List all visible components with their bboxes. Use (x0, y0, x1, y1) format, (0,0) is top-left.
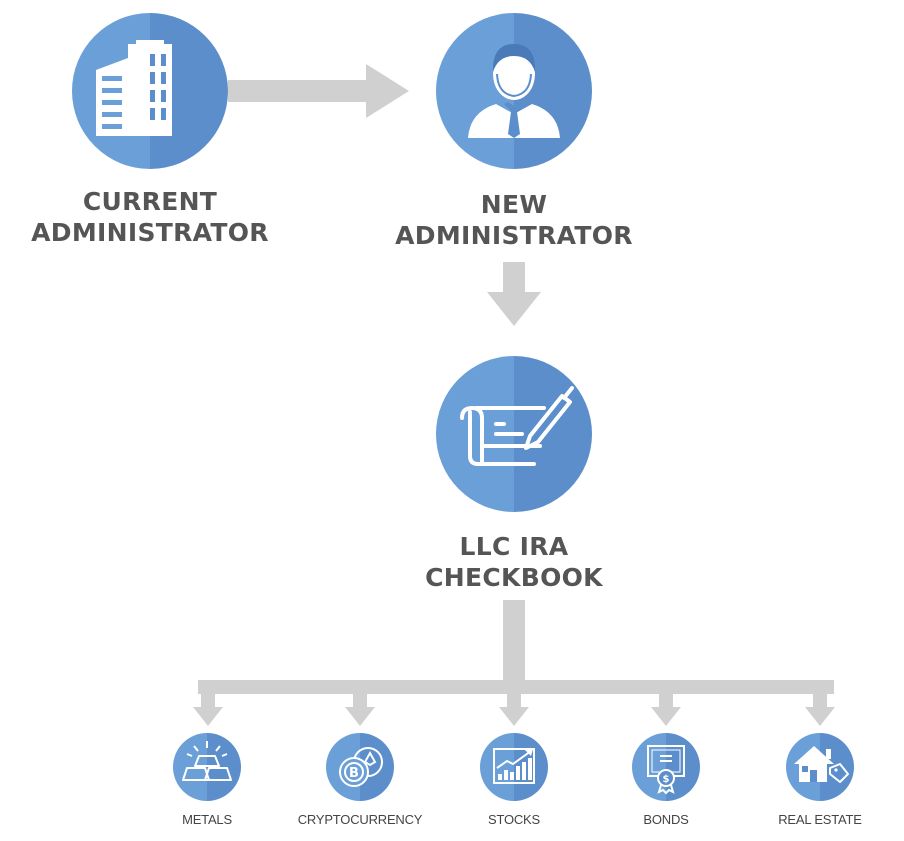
house-tag-icon (794, 746, 849, 783)
connector-new-to-checkbook (487, 262, 541, 326)
svg-text:B: B (349, 766, 359, 781)
label-stocks: STOCKS (487, 812, 541, 827)
label-real-estate: REAL ESTATE (778, 812, 862, 827)
office-building-icon (96, 40, 172, 136)
label-bonds: BONDS (643, 812, 689, 827)
node-llc-ira-checkbook (436, 356, 592, 512)
connector-current-to-new (228, 64, 409, 118)
bond-certificate-icon: $ (647, 745, 685, 795)
label-new-administrator-line1: NEW (480, 190, 548, 219)
node-new-administrator (436, 13, 592, 169)
check-signing-icon (460, 386, 574, 466)
businessman-icon (468, 44, 560, 138)
crypto-coins-icon: B (339, 747, 383, 787)
label-current-administrator: CURRENT ADMINISTRATOR (0, 186, 300, 248)
label-llc-ira-checkbook-line2: CHECKBOOK (425, 563, 603, 592)
label-llc-ira-checkbook: LLC IRA CHECKBOOK (364, 531, 664, 593)
label-llc-ira-checkbook-line1: LLC IRA (459, 532, 569, 561)
branch-arrow-bonds (651, 680, 681, 726)
investment-node-real-estate (786, 733, 854, 801)
label-cryptocurrency: CRYPTOCURRENCY (297, 812, 423, 827)
label-new-administrator-line2: ADMINISTRATOR (395, 221, 633, 250)
branch-arrow-stocks (499, 680, 529, 726)
label-current-administrator-line1: CURRENT (82, 187, 218, 216)
label-new-administrator: NEW ADMINISTRATOR (364, 189, 664, 251)
stock-chart-icon (493, 748, 535, 784)
branch-arrow-cryptocurrency (345, 680, 375, 726)
label-metals: METALS (182, 812, 232, 827)
investment-node-cryptocurrency: B (326, 733, 394, 801)
branch-arrow-metals (193, 680, 223, 726)
investment-node-bonds: $ (632, 733, 700, 801)
branch-arrow-real-estate (805, 680, 835, 726)
investment-node-stocks (480, 733, 548, 801)
gold-bars-icon (182, 741, 232, 781)
label-current-administrator-line2: ADMINISTRATOR (31, 218, 269, 247)
node-current-administrator (72, 13, 228, 169)
investment-node-metals (173, 733, 241, 801)
svg-text:$: $ (663, 774, 670, 785)
connector-checkbook-to-investments (193, 600, 835, 726)
